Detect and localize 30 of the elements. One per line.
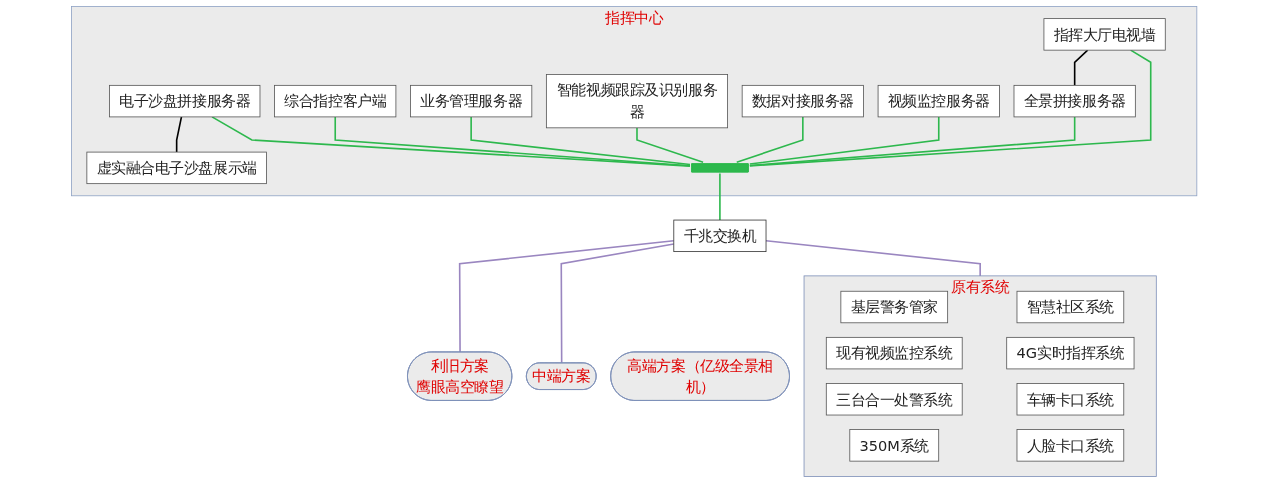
connector [765, 239, 982, 277]
node-box: 千兆交换机 [673, 219, 767, 252]
node-box: 电子沙盘拼接服务器 [109, 84, 261, 118]
node-box: 数据对接服务器 [742, 84, 865, 118]
node-box: 业务管理服务器 [410, 84, 533, 118]
node-box: 基层警务管家 [840, 290, 949, 324]
connector [334, 116, 692, 167]
connector [719, 172, 722, 221]
connector [636, 127, 705, 163]
node-box: 350M系统 [849, 429, 940, 462]
node-box: 4G实时指挥系统 [1006, 336, 1135, 370]
node-box: 综合指控客户端 [274, 84, 397, 118]
node-box: 车辆卡口系统 [1016, 383, 1125, 416]
node-box: 人脸卡口系统 [1016, 429, 1125, 462]
node-box: 智能视频跟踪及识别服务器 [546, 74, 729, 129]
connector [749, 116, 940, 165]
node-box: 三台合一处警系统 [826, 383, 963, 416]
node-box: 虚实融合电子沙盘展示端 [86, 151, 268, 185]
node-box: 视频监控服务器 [878, 84, 1001, 118]
connector [749, 116, 1076, 167]
connector [1074, 49, 1089, 87]
connector [176, 116, 183, 153]
connector [749, 49, 1152, 167]
node-box: 现有视频监控系统 [826, 336, 963, 370]
connector [736, 116, 804, 163]
connector [211, 116, 692, 167]
node-box: 指挥大厅电视墙 [1043, 18, 1167, 51]
connector [470, 116, 692, 166]
node-box: 全景拼接服务器 [1013, 84, 1137, 118]
node-box: 智慧社区系统 [1016, 290, 1125, 324]
